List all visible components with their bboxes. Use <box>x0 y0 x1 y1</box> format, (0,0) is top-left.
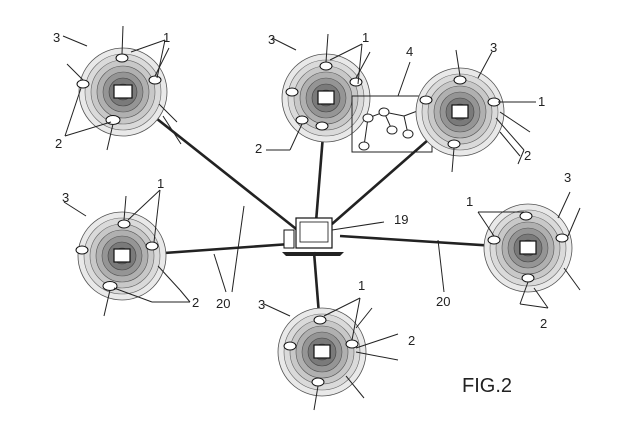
label-node-c-2: 2 <box>524 148 531 163</box>
label-node-b-2: 2 <box>255 141 262 156</box>
label-center-19: 19 <box>394 212 408 227</box>
node-b <box>266 33 371 151</box>
node-a <box>62 25 182 151</box>
node-e <box>477 191 581 309</box>
label-node-f-1: 1 <box>358 278 365 293</box>
label-node-a-3: 3 <box>53 30 60 45</box>
label-node-f-2: 2 <box>408 333 415 348</box>
sub-network <box>351 61 433 153</box>
label-node-a-1: 1 <box>163 30 170 45</box>
label-node-b-1: 1 <box>362 30 369 45</box>
label-node-f-3: 3 <box>258 297 265 312</box>
node-f <box>263 297 399 411</box>
label-node-c-4: 4 <box>406 44 413 59</box>
label-node-c-1: 1 <box>538 94 545 109</box>
link-leaders <box>213 205 445 293</box>
node-d <box>63 189 191 317</box>
label-node-d-2: 2 <box>192 295 199 310</box>
node-c <box>415 49 536 173</box>
label-link-20-right: 20 <box>436 294 450 309</box>
label-node-b-3: 3 <box>268 32 275 47</box>
label-node-d-3: 3 <box>62 190 69 205</box>
label-node-e-1: 1 <box>466 194 473 209</box>
figure-label: FIG.2 <box>462 375 512 397</box>
label-node-e-2: 2 <box>540 316 547 331</box>
label-node-a-2: 2 <box>55 136 62 151</box>
label-node-e-3: 3 <box>564 170 571 185</box>
central-computer <box>282 217 385 256</box>
label-node-c-3: 3 <box>490 40 497 55</box>
label-node-d-1: 1 <box>157 176 164 191</box>
label-link-20-left: 20 <box>216 296 230 311</box>
